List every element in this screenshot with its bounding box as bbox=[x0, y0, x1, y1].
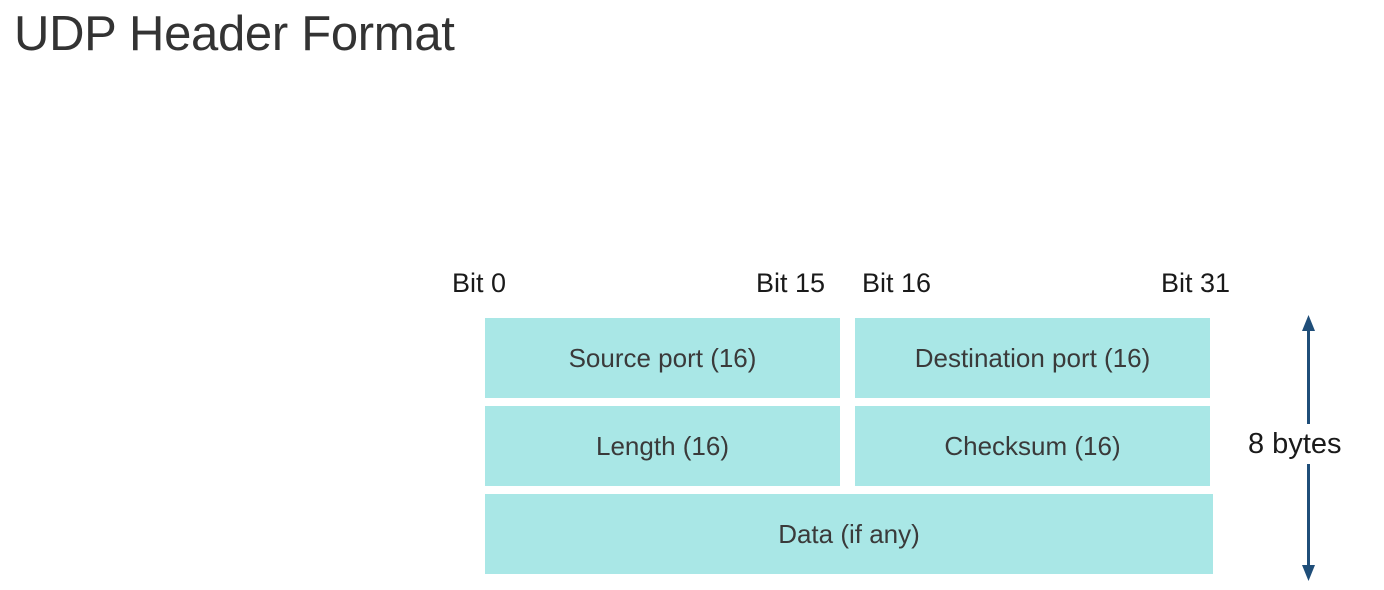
page-title: UDP Header Format bbox=[14, 7, 455, 61]
size-annotation: 8 bytes bbox=[1240, 312, 1384, 584]
field-source-port-label: Source port (16) bbox=[568, 342, 757, 373]
header-row-length-checksum: Length (16) Checksum (16) bbox=[485, 406, 1213, 486]
field-data-label: Data (if any) bbox=[778, 518, 920, 549]
field-data: Data (if any) bbox=[485, 494, 1213, 574]
bit-label-end-right: Bit 31 bbox=[1160, 268, 1230, 298]
field-destination-port-label: Destination port (16) bbox=[914, 342, 1151, 373]
udp-header-diagram: Source port (16) Destination port (16) L… bbox=[485, 318, 1213, 582]
size-label: 8 bytes bbox=[1248, 424, 1384, 464]
field-source-port: Source port (16) bbox=[485, 318, 840, 398]
field-checksum: Checksum (16) bbox=[855, 406, 1210, 486]
field-length-label: Length (16) bbox=[596, 430, 729, 461]
header-row-ports: Source port (16) Destination port (16) bbox=[485, 318, 1213, 398]
field-length: Length (16) bbox=[485, 406, 840, 486]
field-destination-port: Destination port (16) bbox=[855, 318, 1210, 398]
bit-label-end-left: Bit 15 bbox=[755, 268, 825, 298]
bit-label-start-left: Bit 0 bbox=[452, 268, 507, 298]
header-row-data: Data (if any) bbox=[485, 494, 1213, 574]
field-checksum-label: Checksum (16) bbox=[944, 430, 1121, 461]
bit-ruler: Bit 0 Bit 15 Bit 16 Bit 31 bbox=[452, 264, 1230, 302]
bit-label-start-right: Bit 16 bbox=[862, 268, 932, 298]
